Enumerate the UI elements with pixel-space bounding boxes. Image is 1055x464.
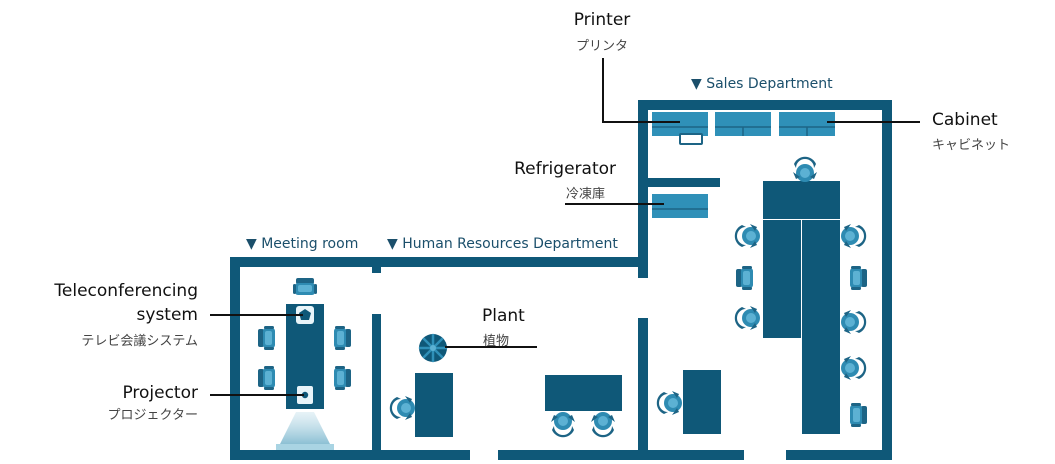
printer-label-jp: プリンタ xyxy=(575,39,628,54)
chair-icon xyxy=(258,366,275,390)
printer-label: Printer xyxy=(573,10,631,30)
chair-icon xyxy=(734,224,760,248)
teleconf-label-line1: Teleconferencing xyxy=(54,281,198,301)
chair-icon xyxy=(841,356,867,380)
hr-desk-center xyxy=(545,375,622,411)
chair-icon xyxy=(736,266,753,290)
chair-icon xyxy=(334,326,351,350)
cabinet-label: Cabinet xyxy=(932,110,998,130)
wall-bottom-3 xyxy=(786,450,892,460)
wall-top-left xyxy=(230,257,648,267)
hr-department-label: ▼ Human Resources Department xyxy=(387,236,618,252)
projector-label: Projector xyxy=(122,383,198,403)
wall-refrigerator-nook xyxy=(648,178,720,187)
refrigerator-label-jp: 冷凍庫 xyxy=(566,187,606,202)
sales-desk-left xyxy=(763,220,801,338)
sales-desk-head xyxy=(763,181,840,219)
refrigerator-label: Refrigerator xyxy=(514,159,616,179)
sales-desk-right xyxy=(802,220,840,434)
wall-sales-right xyxy=(882,100,892,460)
teleconf-label-jp: テレビ会議システム xyxy=(81,334,198,349)
refrigerator xyxy=(652,194,708,218)
printer xyxy=(652,112,708,136)
sales-department-label: ▼ Sales Department xyxy=(691,76,833,92)
wall-sales-left-upper xyxy=(638,100,648,278)
chair-icon xyxy=(334,366,351,390)
chair-icon xyxy=(850,266,867,290)
chair-icon xyxy=(793,156,817,182)
wall-sales-left-lower xyxy=(638,318,648,460)
walls xyxy=(230,100,892,460)
hr-desks xyxy=(415,373,622,437)
printer-icon xyxy=(679,133,703,145)
wall-meeting-left xyxy=(230,257,240,460)
projection-screen xyxy=(276,444,334,450)
chair-icon xyxy=(841,224,867,248)
projector-icon xyxy=(297,386,313,404)
chair-icon xyxy=(293,278,317,295)
projector-beam xyxy=(280,412,330,444)
chair-icon xyxy=(551,412,575,438)
chair-icon xyxy=(389,396,415,420)
wall-partition-upper xyxy=(372,257,381,273)
teleconferencing-icon xyxy=(296,306,314,324)
chair-icon xyxy=(656,391,682,415)
chair-icon xyxy=(850,403,867,427)
plant-label: Plant xyxy=(482,306,525,326)
sales-desk-single xyxy=(683,370,721,434)
printer-line xyxy=(602,58,680,123)
wall-sales-top xyxy=(638,100,892,110)
chair-icon xyxy=(591,412,615,438)
cabinet-label-jp: キャビネット xyxy=(932,138,1011,153)
plant-icon xyxy=(418,333,448,363)
sales-storage xyxy=(652,112,835,218)
chair-icon xyxy=(258,326,275,350)
wall-bottom-2 xyxy=(498,450,744,460)
plant-label-jp: 植物 xyxy=(483,334,510,349)
wall-bottom-1 xyxy=(230,450,470,460)
meeting-room-label: ▼ Meeting room xyxy=(246,236,359,252)
projector-label-jp: プロジェクター xyxy=(107,408,198,423)
hr-desk-left xyxy=(415,373,453,437)
wall-partition-lower xyxy=(372,314,381,460)
meeting-room xyxy=(276,304,334,450)
chair-icon xyxy=(734,306,760,330)
sales-desks xyxy=(683,181,840,434)
teleconf-label-line2: system xyxy=(136,305,198,325)
chair-icon xyxy=(841,310,867,334)
callout-lines xyxy=(210,58,920,396)
